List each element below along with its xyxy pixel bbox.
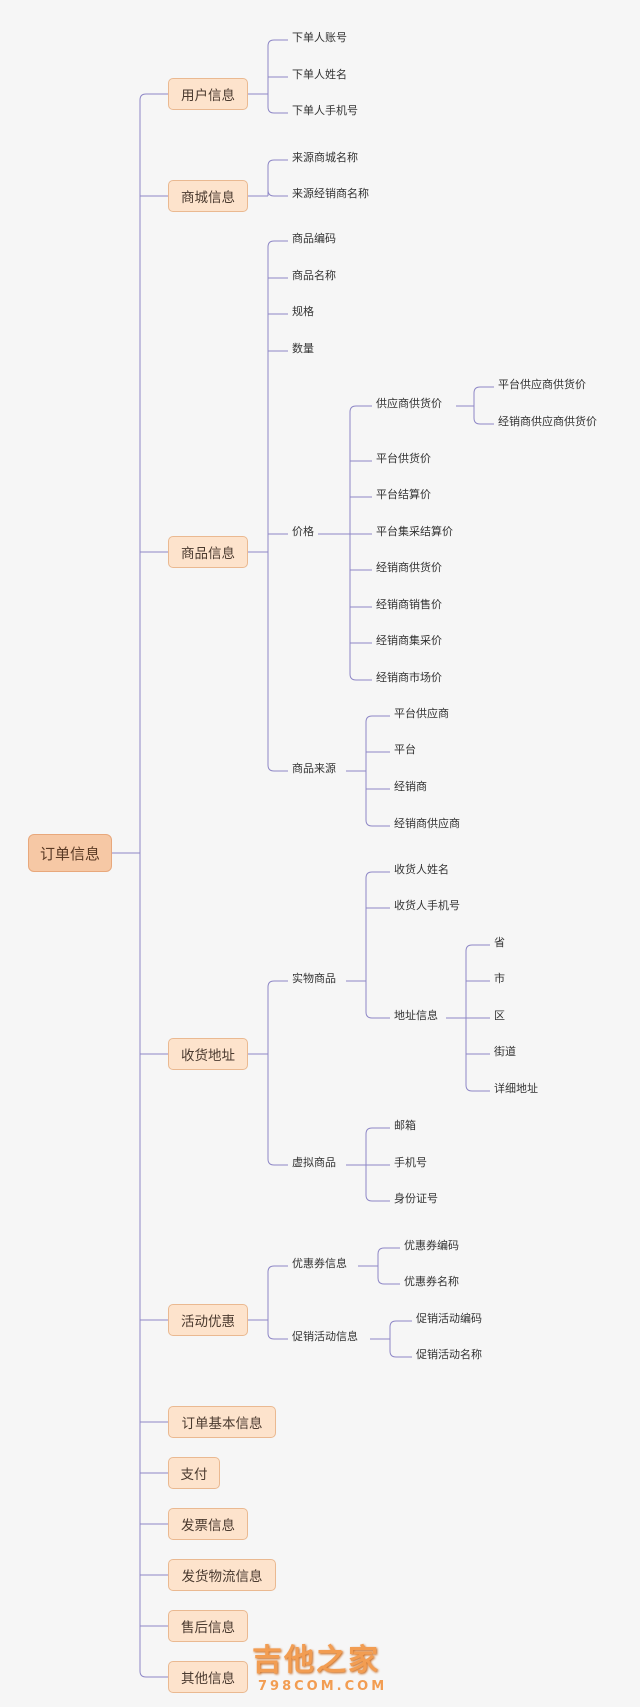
leaf-1-2[interactable]: 下单人姓名: [292, 68, 347, 81]
branch-node-6[interactable]: 订单基本信息: [168, 1406, 276, 1438]
virtual-item-3[interactable]: 身份证号: [394, 1192, 438, 1205]
source-item-4[interactable]: 经销商供应商: [394, 817, 460, 830]
coupon-item-2[interactable]: 优惠券名称: [404, 1275, 459, 1288]
physical-item-1[interactable]: 收货人姓名: [394, 863, 449, 876]
price-item-1[interactable]: 供应商供货价: [376, 397, 442, 410]
address-type-1[interactable]: 实物商品: [292, 972, 336, 985]
goods-field-6[interactable]: 商品来源: [292, 762, 336, 775]
leaf-1-3[interactable]: 下单人手机号: [292, 104, 358, 117]
source-item-2[interactable]: 平台: [394, 743, 416, 756]
address-part-3[interactable]: 区: [494, 1009, 505, 1022]
address-part-1[interactable]: 省: [494, 936, 505, 949]
physical-item-2[interactable]: 收货人手机号: [394, 899, 460, 912]
physical-item-3[interactable]: 地址信息: [394, 1009, 438, 1022]
promotion-item-1[interactable]: 促销活动编码: [416, 1312, 482, 1325]
branch-node-1[interactable]: 用户信息: [168, 78, 248, 110]
watermark: 吉他之家 798COM.COM: [252, 1635, 387, 1694]
goods-field-1[interactable]: 商品编码: [292, 232, 336, 245]
virtual-item-1[interactable]: 邮箱: [394, 1119, 416, 1132]
source-item-3[interactable]: 经销商: [394, 780, 427, 793]
branch-node-8[interactable]: 发票信息: [168, 1508, 248, 1540]
price-item-2[interactable]: 平台供货价: [376, 452, 431, 465]
price-item-4[interactable]: 平台集采结算价: [376, 525, 453, 538]
branch-node-4[interactable]: 收货地址: [168, 1038, 248, 1070]
source-item-1[interactable]: 平台供应商: [394, 707, 449, 720]
price-item-7[interactable]: 经销商集采价: [376, 634, 442, 647]
address-part-2[interactable]: 市: [494, 972, 505, 985]
goods-field-5[interactable]: 价格: [292, 525, 314, 538]
branch-node-2[interactable]: 商城信息: [168, 180, 248, 212]
branch-node-10[interactable]: 售后信息: [168, 1610, 248, 1642]
goods-field-3[interactable]: 规格: [292, 305, 314, 318]
branch-node-7[interactable]: 支付: [168, 1457, 220, 1489]
virtual-item-2[interactable]: 手机号: [394, 1156, 427, 1169]
address-part-5[interactable]: 详细地址: [494, 1082, 538, 1095]
price-item-8[interactable]: 经销商市场价: [376, 671, 442, 684]
watermark-title: 吉他之家: [252, 1643, 380, 1678]
promo-type-1[interactable]: 优惠券信息: [292, 1257, 347, 1270]
supplier-price-item-2[interactable]: 经销商供应商供货价: [498, 415, 597, 428]
watermark-subtitle: 798COM.COM: [258, 1679, 388, 1694]
branch-node-3[interactable]: 商品信息: [168, 536, 248, 568]
address-part-4[interactable]: 街道: [494, 1045, 516, 1058]
branch-node-11[interactable]: 其他信息: [168, 1661, 248, 1693]
price-item-5[interactable]: 经销商供货价: [376, 561, 442, 574]
branch-node-9[interactable]: 发货物流信息: [168, 1559, 276, 1591]
leaf-2-1[interactable]: 来源商城名称: [292, 151, 358, 164]
root-node[interactable]: 订单信息: [28, 834, 112, 872]
promo-type-2[interactable]: 促销活动信息: [292, 1330, 358, 1343]
coupon-item-1[interactable]: 优惠券编码: [404, 1239, 459, 1252]
leaf-2-2[interactable]: 来源经销商名称: [292, 187, 369, 200]
goods-field-4[interactable]: 数量: [292, 342, 314, 355]
leaf-1-1[interactable]: 下单人账号: [292, 31, 347, 44]
goods-field-2[interactable]: 商品名称: [292, 269, 336, 282]
branch-node-5[interactable]: 活动优惠: [168, 1304, 248, 1336]
address-type-2[interactable]: 虚拟商品: [292, 1156, 336, 1169]
price-item-3[interactable]: 平台结算价: [376, 488, 431, 501]
supplier-price-item-1[interactable]: 平台供应商供货价: [498, 378, 586, 391]
promotion-item-2[interactable]: 促销活动名称: [416, 1348, 482, 1361]
price-item-6[interactable]: 经销商销售价: [376, 598, 442, 611]
